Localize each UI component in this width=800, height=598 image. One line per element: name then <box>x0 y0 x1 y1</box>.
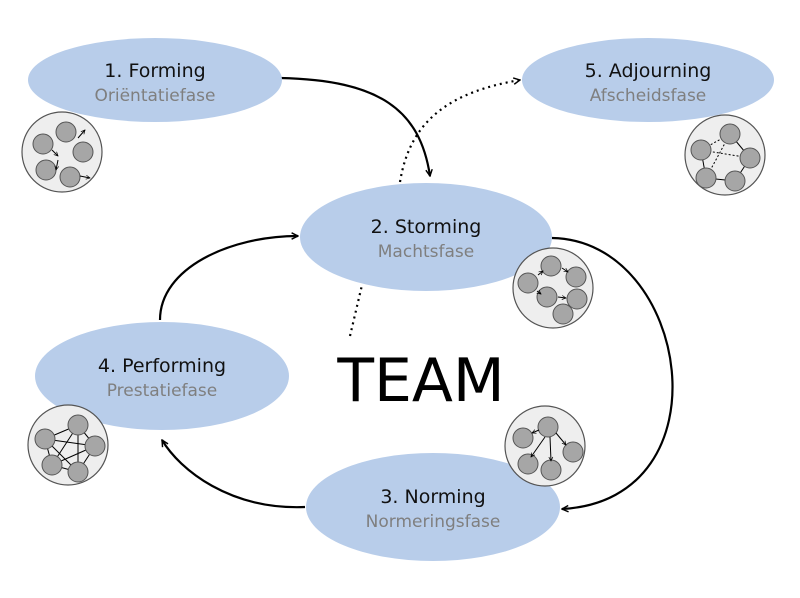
stage-performing-ellipse <box>35 322 289 430</box>
stage-forming-title: 1. Forming <box>104 60 205 82</box>
arrow-storming-to-adjourning <box>398 80 520 183</box>
stage-storming-title: 2. Storming <box>371 216 482 238</box>
stage-norming-subtitle: Normeringsfase <box>366 512 501 532</box>
stage-performing: 4. Performing Prestatiefase <box>35 322 289 430</box>
stage-norming-ellipse <box>306 453 560 561</box>
stage-storming-subtitle: Machtsfase <box>378 242 474 262</box>
arrow-storming-to-norming <box>551 236 674 509</box>
stage-performing-title: 4. Performing <box>98 355 226 377</box>
stage-forming-ellipse <box>28 38 282 122</box>
group-norming-icon <box>504 405 586 487</box>
dotted-link-team-to-storming <box>348 284 364 337</box>
group-performing-icon <box>27 404 109 486</box>
team-label: TEAM <box>336 346 504 416</box>
arrow-performing-to-storming <box>158 236 298 321</box>
stage-norming: 3. Norming Normeringsfase <box>306 453 560 561</box>
stage-norming-title: 3. Norming <box>380 486 485 508</box>
stage-storming: 2. Storming Machtsfase <box>300 183 552 291</box>
stage-adjourning: 5. Adjourning Afscheidsfase <box>522 38 774 122</box>
stage-forming: 1. Forming Oriëntatiefase <box>28 38 282 122</box>
stage-forming-subtitle: Oriëntatiefase <box>95 86 216 106</box>
group-adjourning-icon <box>684 114 766 196</box>
stage-adjourning-ellipse <box>522 38 774 122</box>
stage-storming-ellipse <box>300 183 552 291</box>
group-storming-icon <box>512 247 594 329</box>
arrow-forming-to-storming <box>279 76 430 176</box>
arrow-norming-to-performing <box>161 440 306 509</box>
stage-performing-subtitle: Prestatiefase <box>107 381 218 401</box>
group-forming-icon <box>21 111 103 193</box>
stage-adjourning-title: 5. Adjourning <box>585 60 712 82</box>
stage-adjourning-subtitle: Afscheidsfase <box>590 86 707 106</box>
